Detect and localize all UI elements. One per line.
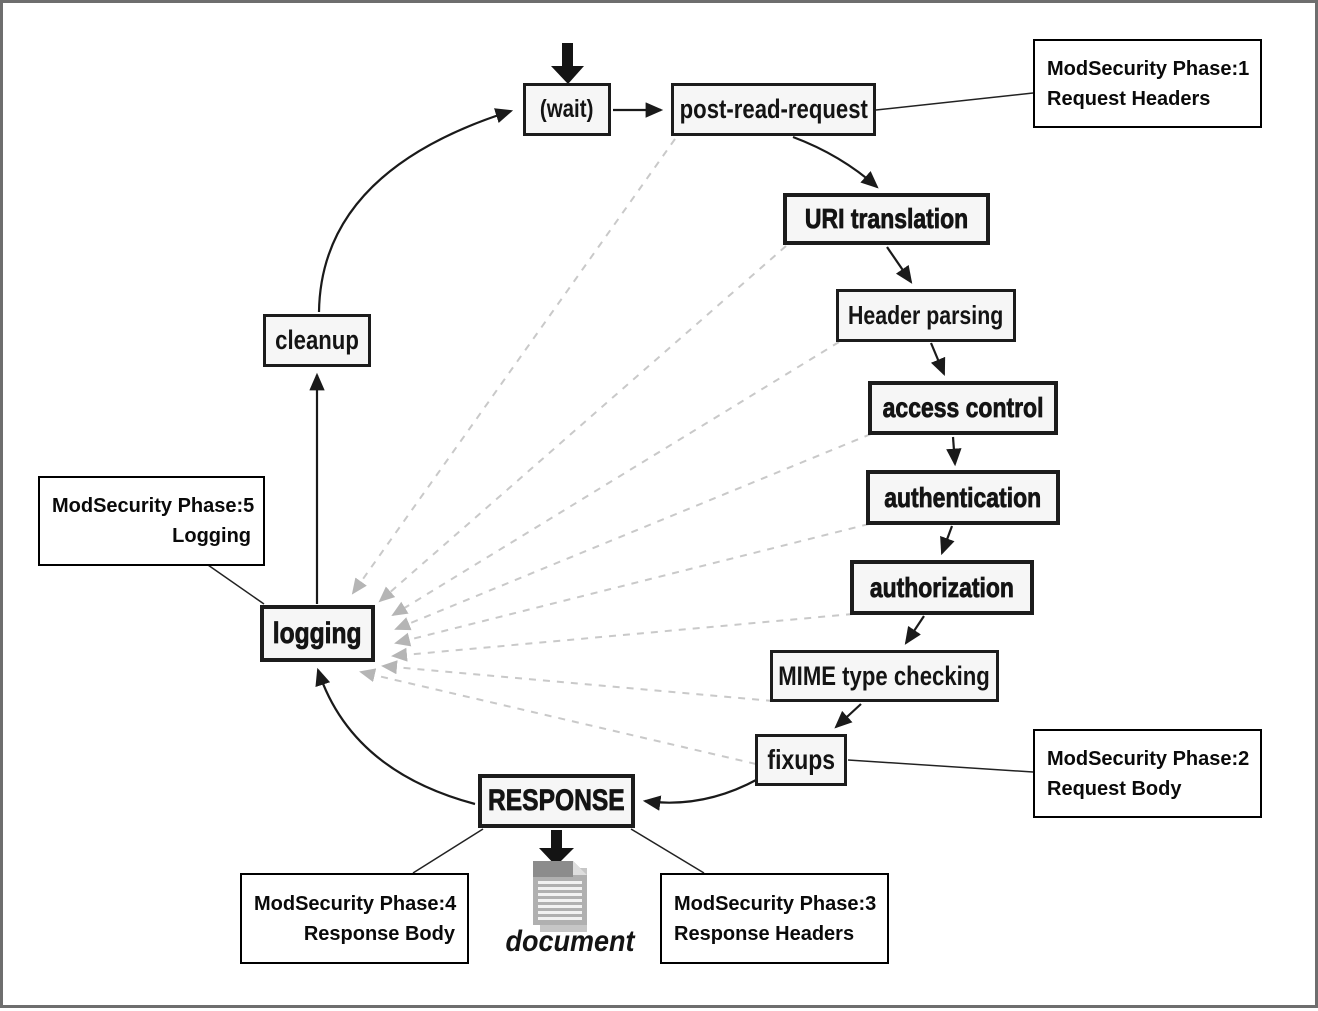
dashed-line-post-read-request-to-logging <box>351 138 676 595</box>
document-label: document <box>505 925 635 958</box>
request-entry-arrow-stem <box>562 43 573 67</box>
request-entry-arrow-head <box>551 66 584 84</box>
document-icon-folded-corner <box>573 861 587 875</box>
node-post-read-request: post-read-request <box>671 83 876 136</box>
response-to-document-arrow-head <box>539 848 574 866</box>
connector-response-to-phase4 <box>412 828 484 874</box>
callout-modsecurity-phase-1: ModSecurity Phase:1 Request Headers <box>1033 39 1262 128</box>
node-access-control-label: access control <box>882 392 1044 424</box>
node-wait-label: (wait) <box>540 95 594 123</box>
callout-phase-2-line-2: Request Body <box>1047 777 1182 800</box>
dashed-line-authentication-to-logging <box>394 523 870 647</box>
flow-arrows <box>309 102 962 811</box>
connector-response-to-phase3 <box>630 828 705 874</box>
callout-connectors <box>207 92 1034 874</box>
node-response-label: RESPONSE <box>488 784 625 818</box>
callout-phase-4-line-2: Response Body <box>303 922 455 945</box>
node-post-read-request-label: post-read-request <box>679 94 868 124</box>
node-fixups: fixups <box>755 734 847 786</box>
diagram-connectors <box>207 43 1034 932</box>
document-icon-header-band <box>533 861 573 877</box>
callout-phase-3-line-1: ModSecurity Phase:3 <box>674 892 877 915</box>
callout-phase-5-line-1: ModSecurity Phase:5 <box>52 495 255 517</box>
node-cleanup: cleanup <box>263 314 371 367</box>
node-uri-translation: URI translation <box>783 193 990 245</box>
dashed-line-authorization-to-logging <box>391 613 854 662</box>
node-mime-type-checking: MIME type checking <box>770 650 999 702</box>
dashed-line-fixups-to-logging <box>359 668 757 765</box>
document-icon <box>533 861 587 932</box>
node-authentication-label: authentication <box>884 481 1042 513</box>
connector-post-read-request-to-phase1 <box>875 92 1034 111</box>
node-response: RESPONSE <box>478 774 635 828</box>
callout-modsecurity-phase-4: ModSecurity Phase:4 Response Body <box>240 873 469 964</box>
node-cleanup-label: cleanup <box>275 325 359 355</box>
node-header-parsing-label: Header parsing <box>848 300 1004 330</box>
arrow-access-control-to-authentication <box>946 436 962 467</box>
callout-modsecurity-phase-2: ModSecurity Phase:2 Request Body <box>1033 729 1262 818</box>
node-access-control: access control <box>868 381 1058 435</box>
arrow-cleanup-to-wait <box>317 108 514 313</box>
callout-modsecurity-phase-5: ModSecurity Phase:5 Logging <box>38 476 265 566</box>
callout-phase-2-line-1: ModSecurity Phase:2 <box>1047 747 1250 770</box>
arrow-authentication-to-authorization <box>940 525 955 556</box>
dashed-line-uri-translation-to-logging <box>378 245 787 603</box>
arrow-post-read-request-to-uri-translation <box>792 135 879 189</box>
document-icon-text-lines <box>538 881 582 920</box>
callout-phase-4-line-1: ModSecurity Phase:4 <box>254 892 457 915</box>
arrow-response-to-logging <box>315 667 476 806</box>
arrow-uri-translation-to-header-parsing <box>886 246 913 284</box>
node-authorization-label: authorization <box>869 571 1015 603</box>
node-authentication: authentication <box>866 470 1060 525</box>
callout-phase-3-line-2: Response Headers <box>674 922 855 945</box>
node-uri-translation-label: URI translation <box>804 203 969 235</box>
node-mime-type-checking-label: MIME type checking <box>778 660 991 691</box>
node-logging-label: logging <box>273 616 362 650</box>
arrow-fixups-to-response <box>642 778 759 811</box>
node-fixups-label: fixups <box>767 744 835 775</box>
connector-phase5-to-logging <box>207 564 265 605</box>
dashed-line-access-control-to-logging <box>394 433 872 631</box>
arrow-header-parsing-to-access-control <box>929 342 946 377</box>
arrow-mime-type-checking-to-fixups <box>834 703 862 729</box>
dashed-line-mime-type-checking-to-logging <box>381 660 774 702</box>
callout-phase-5-line-2: Logging <box>172 525 251 547</box>
thick-arrows <box>539 43 584 866</box>
callout-modsecurity-phase-3: ModSecurity Phase:3 Response Headers <box>660 873 889 964</box>
node-logging: logging <box>260 605 375 662</box>
callout-phase-1-line-2: Request Headers <box>1047 87 1211 110</box>
arrow-authorization-to-mime-type-checking <box>904 615 925 645</box>
node-header-parsing: Header parsing <box>836 289 1016 342</box>
dashed-line-header-parsing-to-logging <box>391 341 840 617</box>
node-wait: (wait) <box>523 83 611 136</box>
connector-fixups-to-phase2 <box>847 759 1034 773</box>
dashed-logging-lines <box>351 138 872 765</box>
response-to-document-arrow-stem <box>551 830 562 849</box>
node-authorization: authorization <box>850 560 1034 615</box>
callout-phase-1-line-1: ModSecurity Phase:1 <box>1047 57 1250 80</box>
